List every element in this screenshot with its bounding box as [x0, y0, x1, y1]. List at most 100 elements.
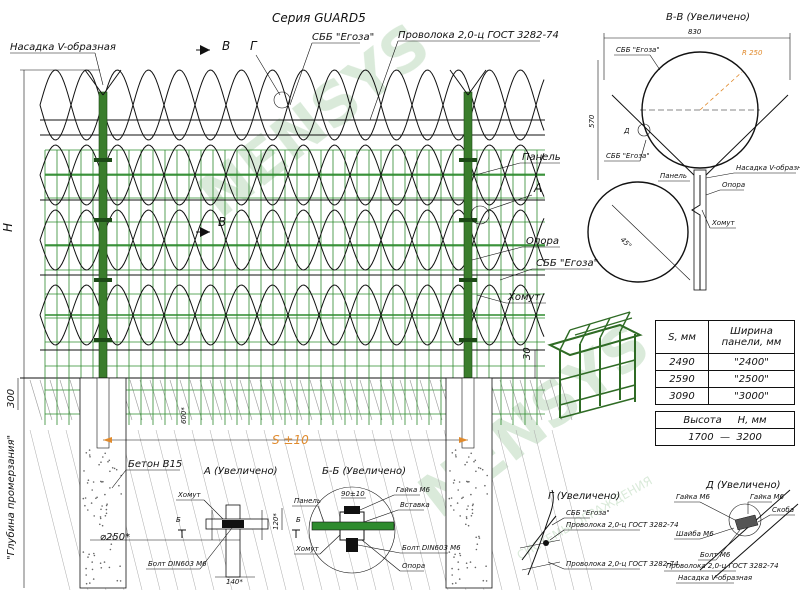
detail-vv-clamp-label: Хомут [711, 219, 736, 227]
detail-vv-sbb-top: СББ "Егоза" [616, 46, 660, 54]
label-sbb-egoza-top: СББ "Егоза" [312, 32, 374, 43]
detail-g: Г (Увеличено) СББ "Егоза" Проволока 2,0-… [519, 489, 679, 576]
tension-wires [40, 119, 545, 351]
detail-a-dim-120: 120* [272, 513, 280, 530]
detail-vv-support-label: Опора [722, 181, 745, 189]
series-title: Серия GUARD5 [272, 11, 366, 25]
detail-d: Д (Увеличено) Гайка М6 Гайка М6 Скоба Ша… [664, 480, 799, 584]
detail-vv-dim-570: 570 [588, 114, 596, 128]
detail-bb-title: Б-Б (Увеличено) [322, 466, 406, 477]
table-height-header: Высота H, мм [655, 411, 795, 429]
detail-vv-title: В-В (Увеличено) [666, 12, 750, 23]
label-wire-top: Проволока 2,0-ц ГОСТ 3282-74 [398, 30, 559, 41]
detail-vv-v-nozzle-label: Насадка V-образная [736, 164, 800, 172]
detail-bb-support-label: Опора [402, 562, 425, 570]
detail-d-nut1: Гайка М6 [676, 493, 711, 501]
detail-bb-panel-label: Панель [294, 497, 321, 505]
table-row-3-s: 3090 [655, 387, 709, 405]
detail-vv-d-mark: Д [623, 127, 630, 135]
detail-bb-bolt-label: Болт DIN603 M6 [402, 544, 461, 552]
label-sbb-egoza-mid: СББ "Егоза" [536, 258, 598, 269]
detail-g-circle [273, 91, 291, 109]
label-panel: Панель [522, 152, 561, 163]
detail-g-wire2: Проволока 2,0-ц ГОСТ 3282-74 [566, 560, 679, 568]
detail-a-bolt-label: Болт DIN603 M6 [148, 560, 207, 568]
detail-a: А (Увеличено) Хомут ⌀250* Болт DIN603 M6… [90, 466, 301, 586]
detail-a-diameter: ⌀250* [100, 532, 130, 543]
post-left [98, 91, 108, 379]
detail-a-dim-140: 140* [226, 578, 243, 586]
footing-left [79, 377, 127, 589]
detail-d-v-nozzle: Насадка V-образная [678, 574, 752, 582]
label-h: H [1, 223, 15, 232]
detail-vv-dim-830: 830 [688, 28, 702, 36]
detail-vv-coil-bottom [587, 181, 689, 283]
detail-bb-bolt [346, 538, 358, 552]
v-nozzle-right [449, 69, 487, 96]
label-g-mark: Г [250, 39, 258, 53]
dimension-table: S, мм Ширина панели, мм 2490 "2400" 2590… [655, 320, 795, 446]
detail-vv-mark-45: 45° [619, 236, 633, 250]
detail-a-bolt [222, 520, 244, 528]
detail-bb-nut-label: Гайка М6 [396, 486, 431, 494]
detail-d-washer: Шайба М6 [676, 530, 714, 538]
clamps [94, 158, 477, 342]
label-support: Опора [526, 236, 559, 247]
detail-d-wire: Проволока 2,0-ц ГОСТ 3282-74 [666, 562, 779, 570]
detail-vv-v-nozzle [611, 94, 789, 179]
detail-g-wire1: Проволока 2,0-ц ГОСТ 3282-74 [566, 521, 679, 529]
detail-vv-sbb-bottom: СББ "Егоза" [606, 152, 650, 160]
table-height-range: 1700 — 3200 [655, 428, 795, 446]
label-s: S ±10 [272, 433, 309, 447]
table-row-1-s: 2490 [655, 353, 709, 371]
table-row-3-width: "3000" [708, 387, 795, 405]
detail-d-nut2: Гайка М6 [750, 493, 785, 501]
detail-bb-panel [311, 521, 395, 531]
egoza-coils [39, 69, 545, 346]
detail-a-circle [470, 205, 490, 225]
detail-d-skoba: Скоба [772, 506, 794, 514]
label-concrete: Бетон В15 [128, 459, 182, 470]
detail-vv-radius: R 250 [742, 49, 763, 57]
v-nozzle-left [84, 69, 122, 96]
detail-a-b-right: Б [296, 516, 301, 524]
table-row-1-width: "2400" [708, 353, 795, 371]
detail-d-title: Д (Увеличено) [705, 480, 781, 491]
table-row-2-width: "2500" [708, 370, 795, 388]
detail-g-coil [521, 489, 557, 576]
label-dim-300: 300 [6, 389, 17, 408]
label-dim-600: 600* [180, 407, 188, 424]
label-depth: "Глубина промерзания" [5, 435, 17, 560]
mesh-panel [44, 149, 545, 425]
main-elevation: Насадка V-образная В Г СББ "Егоза" Прово… [1, 30, 598, 591]
detail-a-clamp-label: Хомут [177, 491, 202, 499]
label-clamp: Хомут [507, 292, 541, 303]
detail-bb: Б-Б (Увеличено) 90±10 Панель Хомут Гайка… [292, 466, 461, 574]
detail-a-post [225, 504, 241, 578]
detail-bb-clamp-label: Хомут [295, 545, 320, 553]
detail-d-bolt: Болт М6 [700, 551, 731, 559]
label-dim-30: 30 [522, 347, 533, 360]
detail-vv: В-В (Увеличено) 830 570 R 250 45° СББ "Е… [587, 12, 800, 291]
section-arrow-mid [200, 227, 210, 237]
detail-bb-insert-label: Вставка [400, 501, 430, 509]
post-right [463, 91, 473, 379]
table-row-2-s: 2590 [655, 370, 709, 388]
detail-g-title: Г (Увеличено) [548, 491, 620, 502]
table-header-width: Ширина панели, мм [708, 320, 795, 354]
detail-bb-dim: 90±10 [341, 490, 365, 498]
detail-g-sbb: СББ "Егоза" [566, 509, 610, 517]
label-a-mark: А [533, 181, 542, 195]
footing-right [445, 377, 493, 589]
label-section-b-top: В [222, 39, 230, 53]
detail-a-title: А (Увеличено) [203, 466, 278, 477]
label-section-b-mid: В [218, 215, 226, 229]
detail-a-b-left: Б [176, 516, 181, 524]
panel-3d-illustration [547, 311, 643, 419]
label-v-nozzle: Насадка V-образная [10, 41, 116, 53]
detail-vv-panel-label: Панель [660, 172, 687, 180]
table-header-s: S, мм [655, 320, 709, 354]
detail-bb-circle [308, 486, 396, 574]
detail-d-rod [699, 489, 799, 579]
